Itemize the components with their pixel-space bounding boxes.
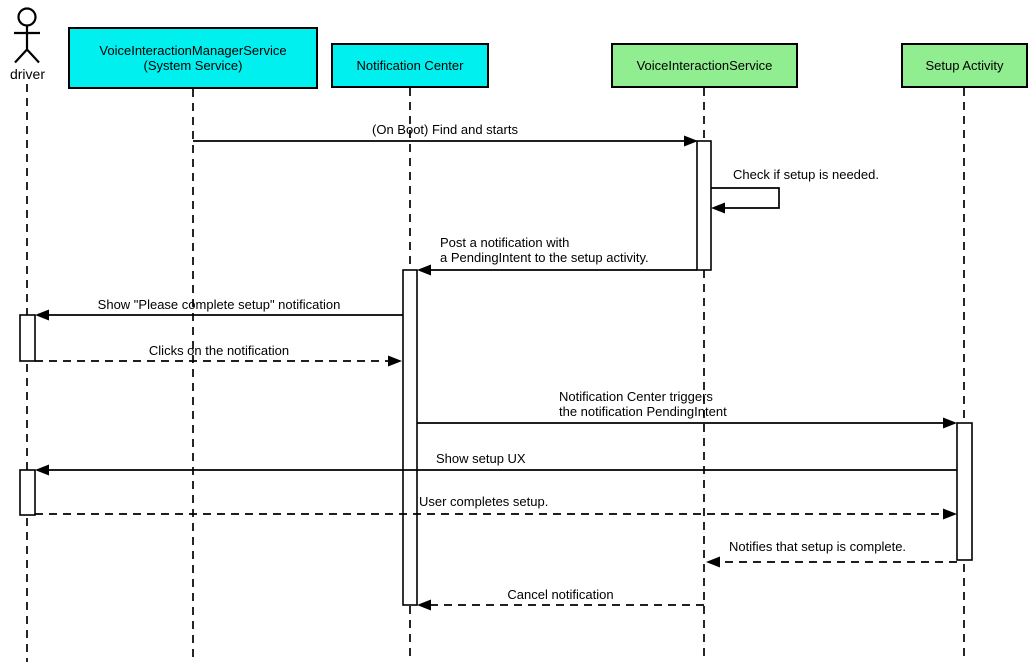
participant-box-notification-center: Notification Center <box>331 43 489 88</box>
message-label-notifies-complete: Notifies that setup is complete. <box>729 539 907 554</box>
actor-head <box>17 7 37 27</box>
arrowhead-show-notification <box>35 309 49 321</box>
actor-leg-right <box>26 48 40 64</box>
arrowhead-on-boot <box>684 135 698 147</box>
participant-box-voiceinteractionmanagerservice: VoiceInteractionManagerService (System S… <box>68 27 318 89</box>
message-label-check-setup: Check if setup is needed. <box>733 167 879 182</box>
arrowhead-user-completes-setup <box>943 508 957 520</box>
arrowhead-notifies-complete <box>706 556 720 568</box>
message-label-clicks-notification: Clicks on the notification <box>148 343 290 358</box>
activation-notification-center <box>402 269 418 606</box>
participant-label-driver: driver <box>9 66 45 82</box>
arrowhead-cancel-notification <box>417 599 431 611</box>
message-label-show-notification: Show "Please complete setup" notificatio… <box>97 297 341 312</box>
activation-bars <box>19 140 973 606</box>
message-arrow-check-setup-self <box>711 187 780 209</box>
message-label-cancel-notification: Cancel notification <box>507 587 614 602</box>
actor-icon <box>14 7 40 64</box>
message-label-post-notification: Post a notification with a PendingIntent… <box>440 235 649 265</box>
participant-box-voiceinteractionservice: VoiceInteractionService <box>611 43 798 88</box>
arrowheads <box>35 135 957 611</box>
activation-setup-activity <box>956 422 973 561</box>
message-label-user-completes-setup: User completes setup. <box>419 494 549 509</box>
arrowhead-post-notification <box>417 264 431 276</box>
activation-driver-2 <box>19 469 36 516</box>
arrowhead-check-setup <box>711 202 725 214</box>
participant-box-setup-activity: Setup Activity <box>901 43 1028 88</box>
message-arrows <box>35 140 957 606</box>
activation-driver-1 <box>19 314 36 362</box>
arrowhead-clicks-notification <box>388 355 402 367</box>
message-label-on-boot: (On Boot) Find and starts <box>372 122 518 137</box>
arrowhead-trigger-pendingintent <box>943 417 957 429</box>
activation-voiceinteractionservice <box>696 140 712 271</box>
message-label-trigger-pendingintent: Notification Center triggers the notific… <box>559 389 727 419</box>
message-label-show-setup-ux: Show setup UX <box>436 451 526 466</box>
actor-leg-left <box>14 48 28 64</box>
arrowhead-show-setup-ux <box>35 464 49 476</box>
